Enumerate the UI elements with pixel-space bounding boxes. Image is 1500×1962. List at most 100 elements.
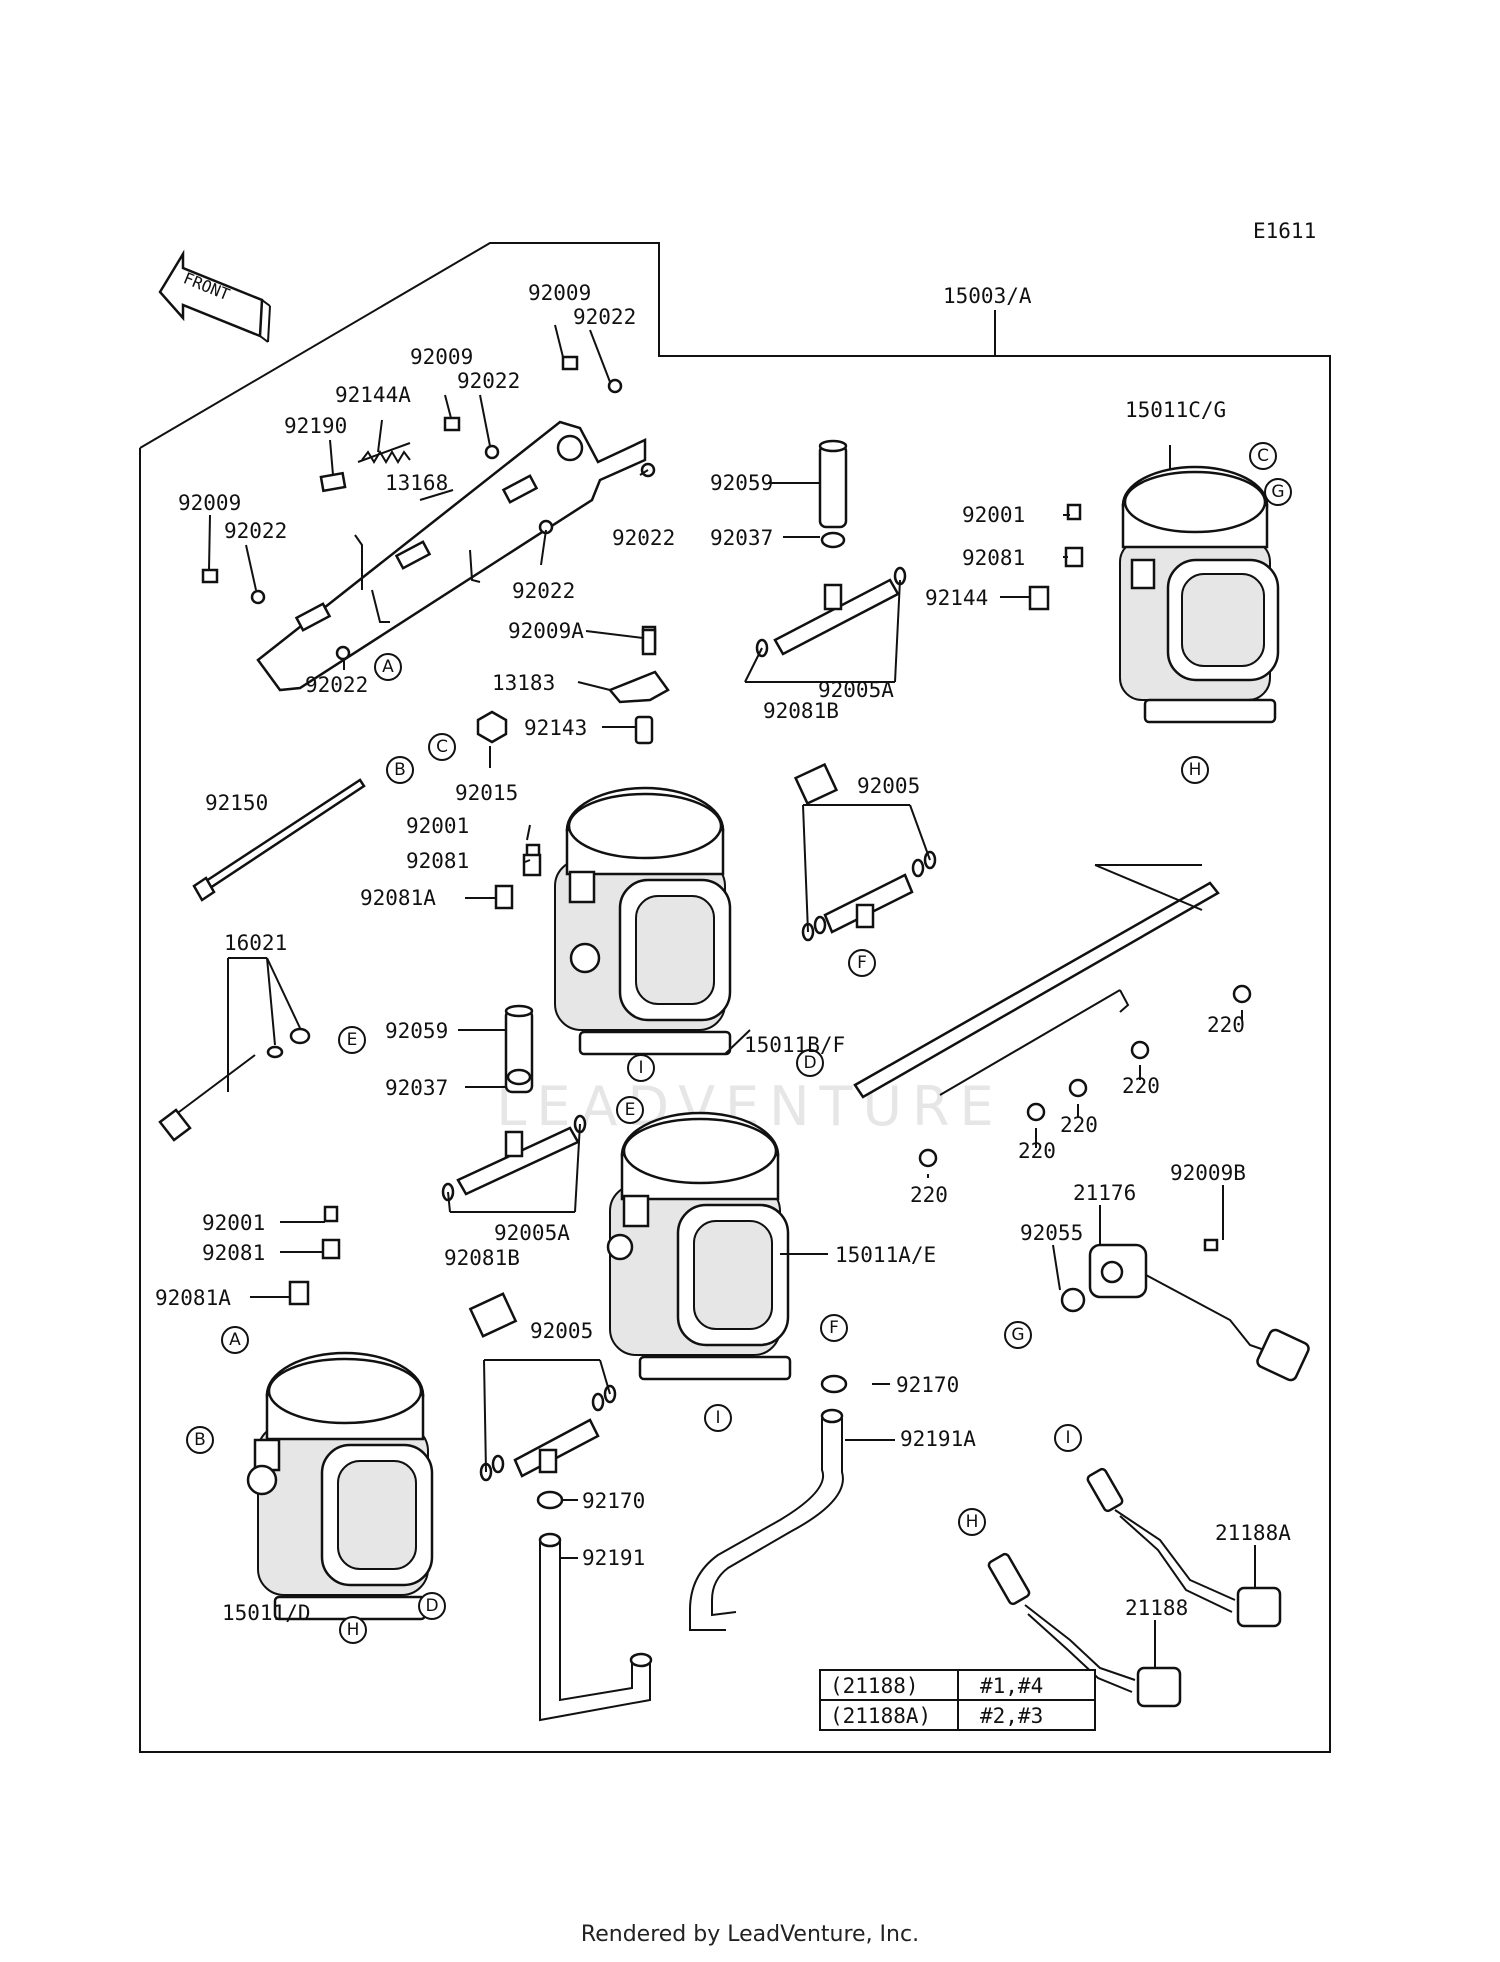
part-label: 220 bbox=[1060, 1113, 1098, 1137]
svg-text:E: E bbox=[625, 1100, 636, 1120]
part-label: 92009 bbox=[410, 345, 473, 369]
svg-text:C: C bbox=[1257, 446, 1269, 466]
svg-text:I: I bbox=[715, 1408, 720, 1428]
svg-text:E: E bbox=[347, 1030, 358, 1050]
callout-e: E bbox=[616, 1096, 644, 1124]
part-label: 92081 bbox=[962, 546, 1025, 570]
part-label: 15011A/E bbox=[835, 1243, 936, 1267]
part-label: 92144A bbox=[335, 383, 411, 407]
part-label: 92190 bbox=[284, 414, 347, 438]
part-label: 92081A bbox=[360, 886, 436, 910]
part-label: 15011/D bbox=[222, 1601, 311, 1625]
svg-text:A: A bbox=[229, 1330, 241, 1350]
svg-text:A: A bbox=[382, 657, 394, 677]
mounting-bar bbox=[853, 881, 1252, 1168]
callout-b: B bbox=[186, 1426, 214, 1454]
table-cell-part: (21188) bbox=[830, 1674, 919, 1698]
svg-text:F: F bbox=[857, 953, 867, 973]
part-label: 92009 bbox=[178, 491, 241, 515]
bracket-fasteners bbox=[201, 355, 657, 661]
svg-text:B: B bbox=[194, 1430, 206, 1450]
part-label: 92037 bbox=[385, 1076, 448, 1100]
part-label: 92001 bbox=[406, 814, 469, 838]
part-label: 21188A bbox=[1215, 1521, 1291, 1545]
callout-e: E bbox=[338, 1026, 366, 1054]
callout-c: C bbox=[428, 733, 456, 761]
part-label: 16021 bbox=[224, 931, 287, 955]
part-label: 92015 bbox=[455, 781, 518, 805]
part-label: 15011C/G bbox=[1125, 398, 1226, 422]
part-label: 92005A bbox=[494, 1221, 570, 1245]
part-label: 92055 bbox=[1020, 1221, 1083, 1245]
sensor-21188 bbox=[987, 1552, 1182, 1708]
part-label: 92081A bbox=[155, 1286, 231, 1310]
part-label: 92022 bbox=[573, 305, 636, 329]
part-label: 220 bbox=[1122, 1074, 1160, 1098]
svg-text:D: D bbox=[803, 1053, 816, 1073]
callout-g: G bbox=[1004, 1321, 1032, 1349]
table-cell-cyl: #1,#4 bbox=[980, 1674, 1043, 1698]
part-label: 92191A bbox=[900, 1427, 976, 1451]
svg-text:G: G bbox=[1271, 482, 1284, 502]
callouts: A C G B C H E F I E D A B D H I F G I H bbox=[186, 442, 1292, 1644]
callout-h: H bbox=[958, 1508, 986, 1536]
part-label: 92081 bbox=[406, 849, 469, 873]
part-label: 15011B/F bbox=[744, 1033, 845, 1057]
callout-f: F bbox=[820, 1314, 848, 1342]
footer-credit: Rendered by LeadVenture, Inc. bbox=[580, 1922, 920, 1947]
callout-d: D bbox=[418, 1592, 446, 1620]
carburetor-15011 bbox=[246, 1351, 434, 1621]
callout-h: H bbox=[1181, 756, 1209, 784]
callout-h: H bbox=[339, 1616, 367, 1644]
part-label: 92081B bbox=[444, 1246, 520, 1270]
part-label: 220 bbox=[1018, 1139, 1056, 1163]
svg-text:H: H bbox=[1189, 760, 1202, 780]
part-label: 92059 bbox=[710, 471, 773, 495]
callout-g: G bbox=[1264, 478, 1292, 506]
callout-i: I bbox=[704, 1404, 732, 1432]
front-arrow: FRONT bbox=[158, 249, 271, 343]
leader-lines bbox=[208, 324, 1256, 1668]
part-label: 92009 bbox=[528, 281, 591, 305]
part-label: 92059 bbox=[385, 1019, 448, 1043]
sensor-reference-table: (21188) #1,#4 (21188A) #2,#3 bbox=[819, 1669, 1096, 1731]
linkage-bracket bbox=[256, 420, 647, 692]
part-label: 92005 bbox=[530, 1319, 593, 1343]
part-label: 220 bbox=[910, 1183, 948, 1207]
part-label: 92005 bbox=[857, 774, 920, 798]
svg-text:B: B bbox=[394, 760, 406, 780]
small-parts bbox=[158, 439, 1084, 1510]
part-label: 92037 bbox=[710, 526, 773, 550]
part-label: 92170 bbox=[582, 1489, 645, 1513]
callout-i: I bbox=[1054, 1424, 1082, 1452]
part-label: 15003/A bbox=[943, 284, 1032, 308]
part-label: 21176 bbox=[1073, 1181, 1136, 1205]
part-label: 92022 bbox=[305, 673, 368, 697]
part-label: 92191 bbox=[582, 1546, 645, 1570]
part-label: 92005A bbox=[818, 678, 894, 702]
diagram-code: E1611 bbox=[1253, 219, 1316, 243]
part-label: 92081 bbox=[202, 1241, 265, 1265]
part-labels: E1611 15003/A 15011C/G 15011B/F 15011A/E… bbox=[155, 219, 1316, 1625]
table-cell-part: (21188A) bbox=[830, 1704, 931, 1728]
callout-d: D bbox=[796, 1049, 824, 1077]
svg-text:H: H bbox=[966, 1512, 979, 1532]
part-label: 13168 bbox=[385, 471, 448, 495]
part-label: 21188 bbox=[1125, 1596, 1188, 1620]
carburetor-15011b bbox=[554, 786, 732, 1056]
svg-text:I: I bbox=[1065, 1428, 1070, 1448]
callout-a: A bbox=[221, 1326, 249, 1354]
callout-c: C bbox=[1249, 442, 1277, 470]
part-label: 92143 bbox=[524, 716, 587, 740]
part-label: 92022 bbox=[457, 369, 520, 393]
part-label: 92170 bbox=[896, 1373, 959, 1397]
part-label: 92001 bbox=[202, 1211, 265, 1235]
svg-text:D: D bbox=[425, 1596, 438, 1616]
part-label: 92022 bbox=[612, 526, 675, 550]
svg-text:F: F bbox=[829, 1318, 839, 1338]
carburetor-15011a bbox=[606, 1111, 792, 1381]
svg-text:C: C bbox=[436, 737, 448, 757]
callout-b: B bbox=[386, 756, 414, 784]
